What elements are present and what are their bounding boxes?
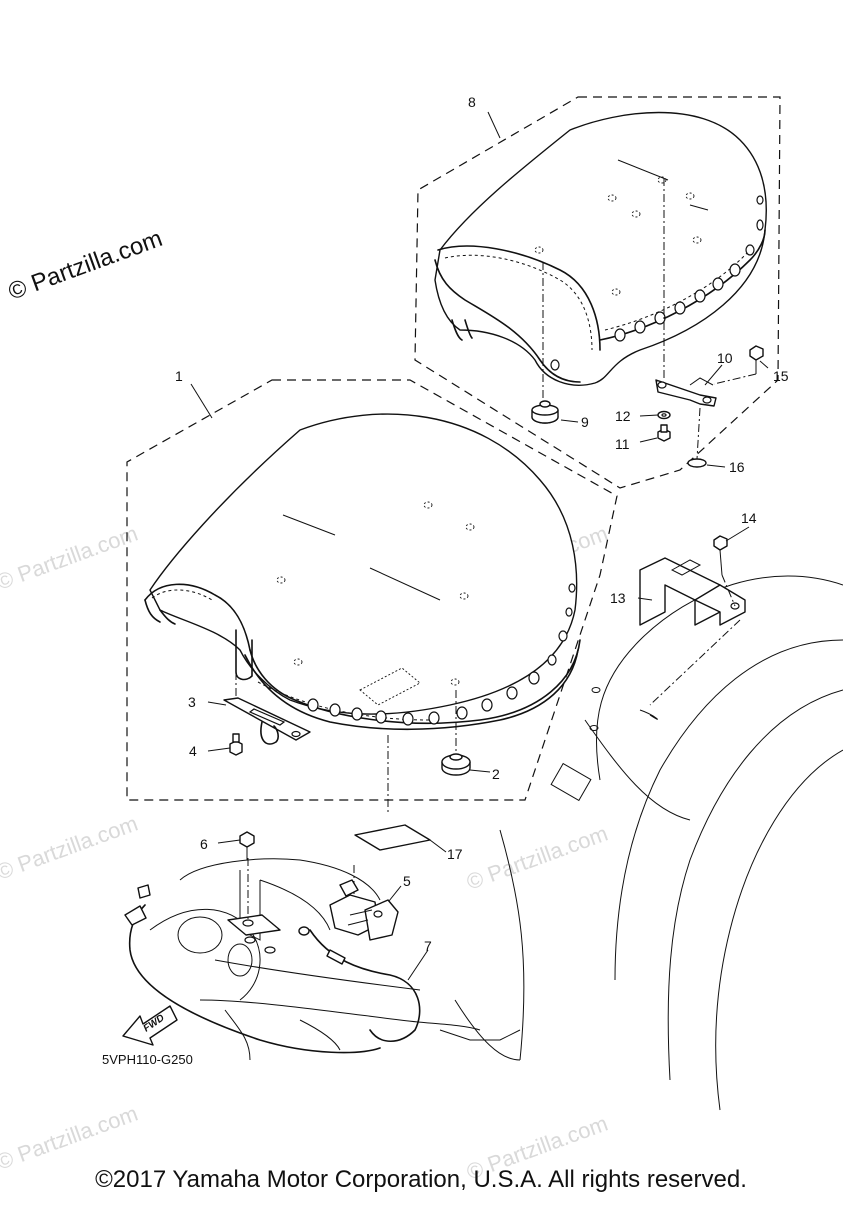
front-seat-top	[149, 413, 578, 715]
bolt-11	[657, 424, 671, 442]
label-17	[354, 824, 431, 851]
rear-seat-group-outline	[414, 96, 781, 489]
watermark-text: © Partzilla.com	[0, 1101, 141, 1175]
bolt-6	[239, 831, 255, 860]
bolt-14	[713, 535, 736, 607]
callout-8: 8	[468, 94, 476, 110]
callout-4: 4	[189, 743, 197, 759]
cable-7	[124, 884, 421, 1054]
diagram-code: 5VPH110-G250	[102, 1052, 193, 1067]
lock-and-frame-assembly: FWD	[122, 831, 521, 1061]
callout-12: 12	[615, 408, 631, 424]
front-seat-assembly	[126, 379, 618, 815]
rear-seat-mount-marks	[534, 176, 702, 296]
callout-10: 10	[717, 350, 733, 366]
callout-13: 13	[610, 590, 626, 606]
bolt-15	[713, 345, 764, 385]
front-seat-hardware	[223, 697, 471, 851]
callout-numbers: 8 1 9 10 15 12 11 16 14 13 3 4 2 6 17 5 …	[175, 94, 789, 954]
rear-seat-hardware	[531, 345, 764, 468]
callout-14: 14	[741, 510, 757, 526]
callout-5: 5	[403, 873, 411, 889]
bolt-4	[229, 733, 243, 756]
front-seat-mount-marks	[276, 501, 475, 706]
bracket-13	[639, 557, 721, 626]
callout-3: 3	[188, 694, 196, 710]
callout-17: 17	[447, 846, 463, 862]
callout-9: 9	[581, 414, 589, 430]
partzilla-watermark: © Partzilla.com	[5, 225, 166, 306]
callout-1: 1	[175, 368, 183, 384]
callout-2: 2	[492, 766, 500, 782]
callout-16: 16	[729, 459, 745, 475]
callout-6: 6	[200, 836, 208, 852]
front-seat-rivets	[307, 583, 576, 726]
washer-16	[687, 407, 707, 468]
rear-seat-rivets	[550, 195, 764, 371]
damper-2	[441, 753, 471, 776]
rear-seat-top	[434, 111, 767, 386]
fwd-direction-arrow: FWD	[122, 1005, 178, 1046]
watermark-text: © Partzilla.com	[0, 521, 141, 595]
bracket-13-assembly	[639, 535, 746, 706]
leader-lines	[190, 111, 769, 981]
bracket-3	[223, 697, 311, 745]
watermark-text: © Partzilla.com	[463, 821, 611, 895]
seat-lock-5	[329, 879, 399, 941]
callout-11: 11	[615, 436, 630, 452]
washer-12	[657, 410, 671, 420]
front-seat-group-outline	[126, 379, 618, 801]
frame-background	[454, 575, 843, 1111]
callout-7: 7	[424, 938, 432, 954]
watermark-text: © Partzilla.com	[0, 811, 141, 885]
damper-9	[531, 400, 559, 424]
bracket-10	[655, 377, 717, 407]
rear-seat-assembly	[414, 96, 781, 489]
copyright-notice: ©2017 Yamaha Motor Corporation, U.S.A. A…	[95, 1166, 747, 1193]
callout-15: 15	[773, 368, 789, 384]
